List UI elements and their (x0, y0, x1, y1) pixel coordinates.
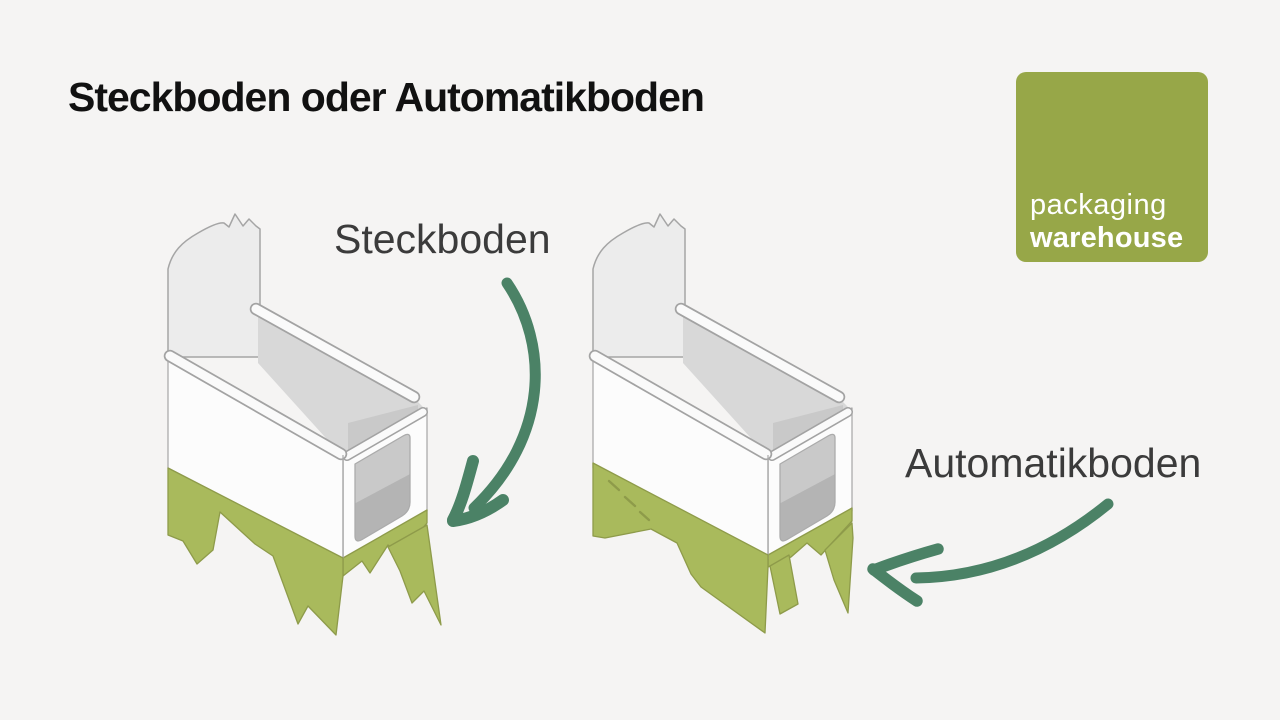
page-title: Steckboden oder Automatikboden (68, 74, 705, 120)
crash-lock-fold-dashes (607, 479, 651, 522)
packaging-warehouse-logo: packaging warehouse (1016, 72, 1208, 262)
automatikboden-box-illustration (588, 213, 854, 634)
curved-arrow-left-icon (867, 498, 1114, 607)
logo-line-packaging: packaging (1030, 189, 1167, 222)
logo-text: packaging warehouse (1030, 189, 1183, 254)
label-automatikboden: Automatikboden (905, 440, 1202, 486)
curved-arrow-down-left-icon (447, 277, 541, 527)
label-steckboden: Steckboden (334, 216, 551, 262)
steckboden-box-illustration (163, 213, 442, 636)
logo-line-warehouse: warehouse (1030, 221, 1184, 254)
